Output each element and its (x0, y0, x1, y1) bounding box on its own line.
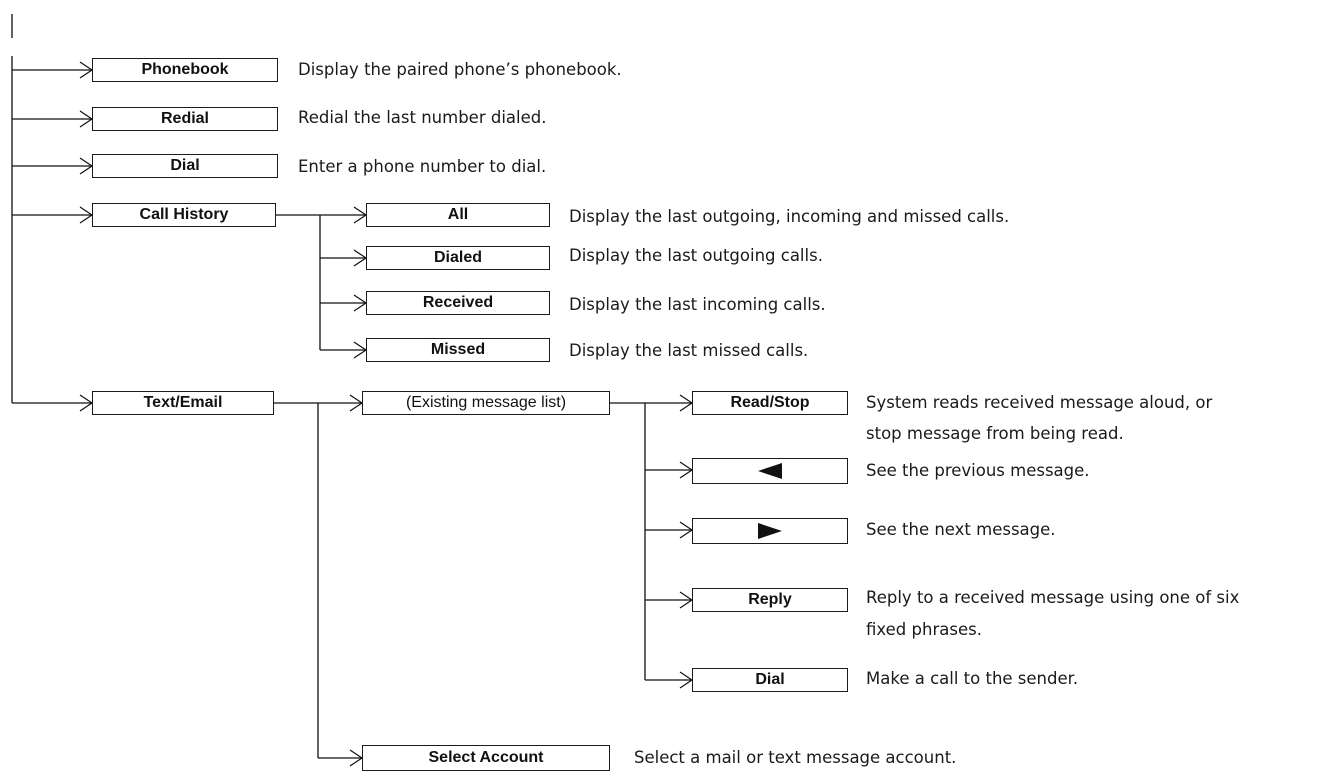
previous-message-box (692, 458, 848, 484)
call-history-received-label: Received (422, 294, 494, 311)
call-history-dialed-box: Dialed (366, 246, 550, 270)
phonebook-label: Phonebook (141, 61, 229, 78)
read-stop-label: Read/Stop (730, 394, 810, 411)
read-stop-description-line2: stop message from being read. (866, 424, 1124, 443)
reply-label: Reply (748, 591, 792, 608)
existing-message-list-label: (Existing message list) (405, 394, 567, 411)
dial-sender-box: Dial (692, 668, 848, 692)
call-history-received-box: Received (366, 291, 550, 315)
dial-sender-label: Dial (755, 671, 785, 688)
call-history-missed-box: Missed (366, 338, 550, 362)
dial-sender-description: Make a call to the sender. (866, 669, 1079, 688)
call-history-dialed-label: Dialed (433, 249, 482, 266)
call-history-received-description: Display the last incoming calls. (569, 295, 826, 314)
redial-label: Redial (160, 110, 209, 127)
next-triangle-icon (758, 523, 782, 539)
previous-triangle-icon (758, 463, 782, 479)
text-email-label: Text/Email (143, 394, 223, 411)
select-account-box: Select Account (362, 745, 610, 771)
phonebook-box: Phonebook (92, 58, 278, 82)
call-history-missed-description: Display the last missed calls. (569, 341, 809, 360)
read-stop-description-line1: System reads received message aloud, or (866, 393, 1213, 412)
next-message-description: See the next message. (866, 520, 1056, 539)
call-history-box: Call History (92, 203, 276, 227)
select-account-label: Select Account (428, 749, 544, 766)
dial-description: Enter a phone number to dial. (298, 157, 547, 176)
read-stop-box: Read/Stop (692, 391, 848, 415)
call-history-dialed-description: Display the last outgoing calls. (569, 246, 823, 265)
redial-description: Redial the last number dialed. (298, 108, 547, 127)
dial-label: Dial (170, 157, 200, 174)
next-message-box (692, 518, 848, 544)
phonebook-description: Display the paired phone’s phonebook. (298, 60, 622, 79)
previous-message-description: See the previous message. (866, 461, 1090, 480)
reply-description-line1: Reply to a received message using one of… (866, 588, 1240, 607)
reply-description-line2: fixed phrases. (866, 620, 982, 639)
redial-box: Redial (92, 107, 278, 131)
text-email-box: Text/Email (92, 391, 274, 415)
select-account-description: Select a mail or text message account. (634, 748, 957, 767)
call-history-all-box: All (366, 203, 550, 227)
call-history-label: Call History (139, 206, 229, 223)
call-history-missed-label: Missed (430, 341, 486, 358)
existing-message-list-box: (Existing message list) (362, 391, 610, 415)
reply-box: Reply (692, 588, 848, 612)
call-history-all-description: Display the last outgoing, incoming and … (569, 207, 1010, 226)
dial-box: Dial (92, 154, 278, 178)
call-history-all-label: All (447, 206, 469, 223)
